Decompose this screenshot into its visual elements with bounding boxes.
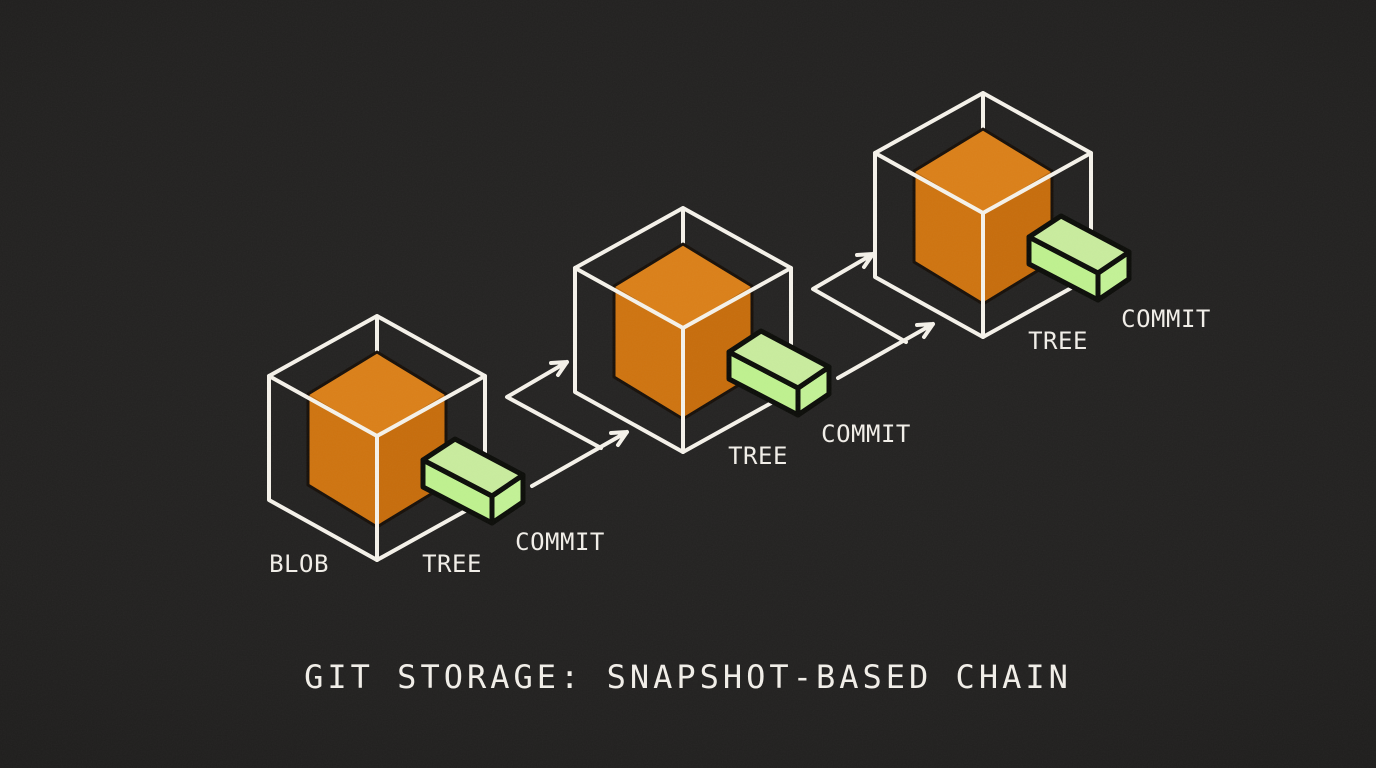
diagram-stage: BLOB TREE COMMIT TREE COMMIT TREE COMMIT… (0, 0, 1376, 768)
grain-overlay (0, 0, 1376, 768)
git-storage-diagram: BLOB TREE COMMIT TREE COMMIT TREE COMMIT… (0, 0, 1376, 768)
